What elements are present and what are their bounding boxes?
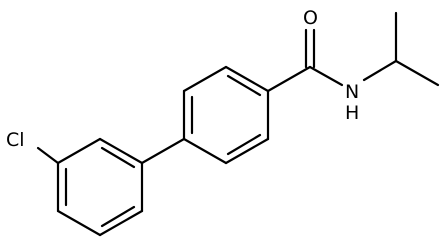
bond <box>98 209 144 237</box>
bond <box>266 65 312 93</box>
amide-group <box>266 28 344 93</box>
bond <box>140 137 186 165</box>
benzene-ring <box>182 65 270 165</box>
bond <box>394 59 440 87</box>
bond <box>362 59 398 82</box>
bond <box>56 209 102 237</box>
bond <box>224 65 270 93</box>
double-bond-inner <box>100 205 136 228</box>
bond <box>224 137 270 165</box>
chlorine-label: Cl <box>6 129 25 151</box>
double-bond-inner <box>226 74 262 97</box>
double-bond-inner <box>100 146 136 169</box>
bond <box>56 137 102 165</box>
double-bond-inner <box>226 133 262 156</box>
bond <box>98 137 144 165</box>
hydrogen-label: H <box>345 102 359 124</box>
chlorophenyl-ring <box>56 137 144 237</box>
bond <box>182 65 228 93</box>
biaryl-bond <box>140 137 186 165</box>
c-cl-bond <box>36 146 60 165</box>
bond <box>182 137 228 165</box>
nitrogen-label: N <box>345 81 359 103</box>
oxygen-label: O <box>303 7 318 29</box>
isopropyl-group <box>362 11 440 87</box>
bond <box>36 146 60 165</box>
bond <box>308 65 344 87</box>
